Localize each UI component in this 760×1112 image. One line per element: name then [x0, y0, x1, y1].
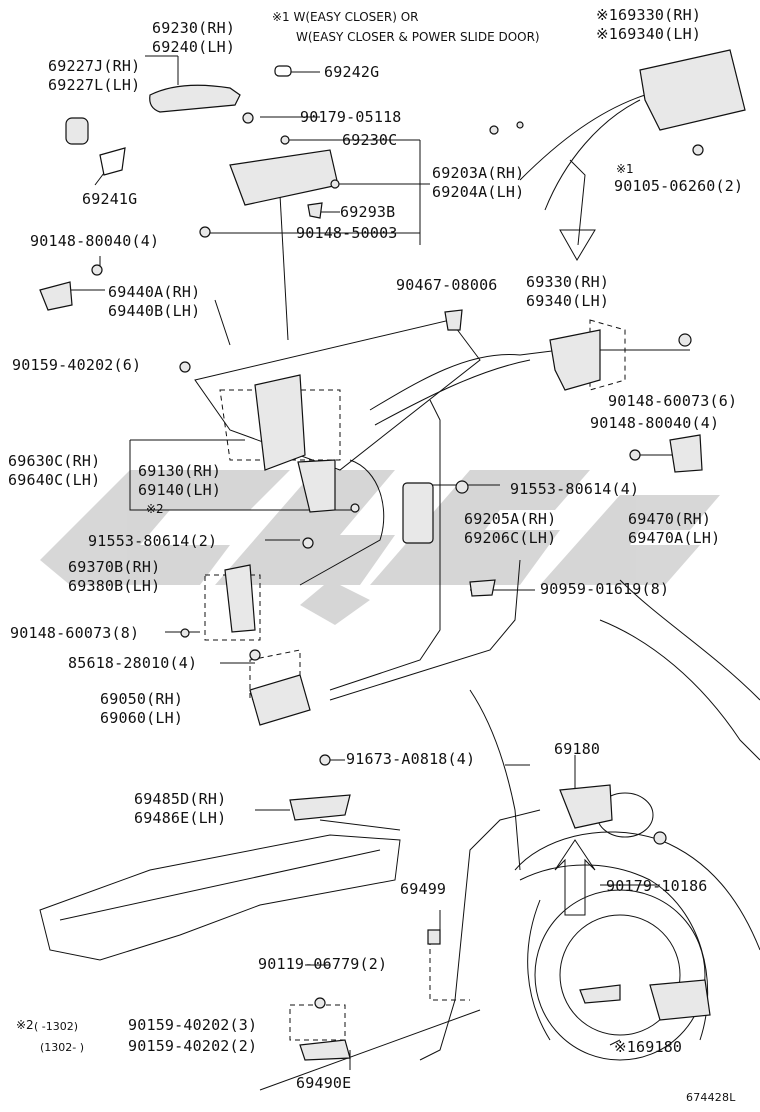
- part-90148-50003[interactable]: 90148-50003: [296, 224, 398, 242]
- part-90179-10186[interactable]: 90179-10186: [606, 877, 708, 895]
- part-69206c-lh[interactable]: 69206C(LH): [464, 529, 557, 547]
- part-69490e[interactable]: 69490E: [296, 1074, 352, 1092]
- part-90148-80040-right[interactable]: 90148-80040(4): [590, 414, 720, 432]
- part-90159-40202-6[interactable]: 90159-40202(6): [12, 356, 142, 374]
- part-90467-08006[interactable]: 90467-08006: [396, 276, 498, 294]
- part-sketches: [39, 49, 746, 1061]
- part-69180-top[interactable]: 69180: [554, 740, 601, 758]
- part-69230-rh[interactable]: 69230(RH): [152, 19, 236, 37]
- part-69242g[interactable]: 69242G: [324, 63, 380, 81]
- part-90105-mark: ※1: [616, 162, 634, 176]
- watermark-logo: [40, 470, 720, 625]
- part-69293b[interactable]: 69293B: [340, 203, 396, 221]
- part-69205a-rh[interactable]: 69205A(RH): [464, 510, 557, 528]
- part-90148-60073-6[interactable]: 90148-60073(6): [608, 392, 738, 410]
- part-90119-06779[interactable]: 90119-06779(2): [258, 955, 388, 973]
- part-91553-80614-right[interactable]: 91553-80614(4): [510, 480, 640, 498]
- part-69330-rh-top[interactable]: ※169330(RH): [596, 6, 702, 24]
- part-69380b-lh[interactable]: 69380B(LH): [68, 577, 161, 595]
- part-69440b-lh[interactable]: 69440B(LH): [108, 302, 201, 320]
- range-from-1302: (1302- ): [40, 1041, 85, 1054]
- part-90159-40202-2[interactable]: 90159-40202(2): [128, 1037, 258, 1055]
- part-85618-28010[interactable]: 85618-28010(4): [68, 654, 198, 672]
- part-69230c[interactable]: 69230C: [342, 131, 398, 149]
- part-90105-06260[interactable]: 90105-06260(2): [614, 177, 744, 195]
- part-69060-lh[interactable]: 69060(LH): [100, 709, 184, 727]
- part-69050-rh[interactable]: 69050(RH): [100, 690, 184, 708]
- part-69485d-rh[interactable]: 69485D(RH): [134, 790, 227, 808]
- part-69227l-lh[interactable]: 69227L(LH): [48, 76, 141, 94]
- range-until-1302: ( -1302): [34, 1020, 79, 1033]
- part-69470a-lh[interactable]: 69470A(LH): [628, 529, 721, 547]
- note-line-2: W(EASY CLOSER & POWER SLIDE DOOR): [296, 30, 540, 44]
- part-69340-lh-mid[interactable]: 69340(LH): [526, 292, 610, 310]
- part-69640c-lh[interactable]: 69640C(LH): [8, 471, 101, 489]
- part-90959-01619[interactable]: 90959-01619(8): [540, 580, 670, 598]
- part-69499[interactable]: 69499: [400, 880, 447, 898]
- part-69227j-rh[interactable]: 69227J(RH): [48, 57, 141, 75]
- note-line-1: ※1 W(EASY CLOSER) OR: [272, 10, 419, 24]
- diagram-code: 674428L: [686, 1091, 736, 1104]
- part-69340-lh-top[interactable]: ※169340(LH): [596, 25, 702, 43]
- part-90148-80040-top[interactable]: 90148-80040(4): [30, 232, 160, 250]
- part-69140-lh[interactable]: 69140(LH): [138, 481, 222, 499]
- part-69486e-lh[interactable]: 69486E(LH): [134, 809, 227, 827]
- part-90179-05118[interactable]: 90179-05118: [300, 108, 402, 126]
- mark-2-bottom: ※2: [16, 1018, 34, 1032]
- part-69203a-rh[interactable]: 69203A(RH): [432, 164, 525, 182]
- part-91553-80614-left[interactable]: 91553-80614(2): [88, 532, 218, 550]
- part-69240-lh[interactable]: 69240(LH): [152, 38, 236, 56]
- part-91673-a0818[interactable]: 91673-A0818(4): [346, 750, 476, 768]
- part-69630c-rh[interactable]: 69630C(RH): [8, 452, 101, 470]
- part-90148-60073-8[interactable]: 90148-60073(8): [10, 624, 140, 642]
- part-90159-40202-3[interactable]: 90159-40202(3): [128, 1016, 258, 1034]
- part-69241g[interactable]: 69241G: [82, 190, 138, 208]
- mark-2: ※2: [146, 502, 164, 516]
- part-69330-rh-mid[interactable]: 69330(RH): [526, 273, 610, 291]
- part-69204a-lh[interactable]: 69204A(LH): [432, 183, 525, 201]
- part-69470-rh[interactable]: 69470(RH): [628, 510, 712, 528]
- part-69180-bottom[interactable]: ※169180: [614, 1038, 683, 1056]
- leader-lines: [39, 55, 760, 1091]
- part-69370b-rh[interactable]: 69370B(RH): [68, 558, 161, 576]
- part-69130-rh[interactable]: 69130(RH): [138, 462, 222, 480]
- part-69440a-rh[interactable]: 69440A(RH): [108, 283, 201, 301]
